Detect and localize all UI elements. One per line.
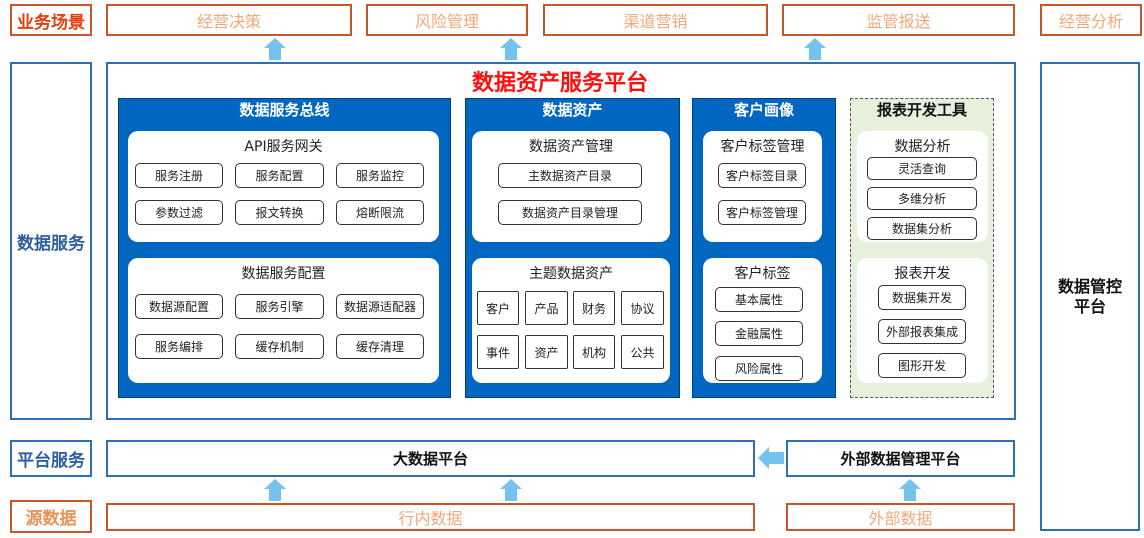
cache-clear-button[interactable]: 缓存清理 [336,334,424,359]
master-asset-catalog-button[interactable]: 主数据资产目录 [498,163,642,188]
financial-attr-button[interactable]: 金融属性 [715,321,803,346]
row-label-business: 业务场景 [10,4,92,36]
topic-organization[interactable]: 机构 [573,335,615,369]
arrow-up-icon [804,38,826,60]
asset-title: 数据资产 [542,100,603,119]
business-marketing: 渠道营销 [543,4,768,36]
arrow-up-icon [899,479,921,501]
service-config-panel [128,258,439,383]
tag-mgmt-button[interactable]: 客户标签管理 [718,200,806,225]
external-report-button[interactable]: 外部报表集成 [878,319,966,344]
service-config-button[interactable]: 服务配置 [235,163,324,188]
topic-public[interactable]: 公共 [621,335,664,369]
cache-mechanism-button[interactable]: 缓存机制 [235,334,324,359]
multidim-analysis-button[interactable]: 多维分析 [867,187,977,210]
internal-data: 行内数据 [106,503,755,531]
row-label-platform-service: 平台服务 [10,440,92,477]
analysis-title: 数据分析 [894,139,951,155]
row-label-data-service: 数据服务 [10,62,92,420]
flexible-query-button[interactable]: 灵活查询 [867,157,977,180]
portrait-title: 客户画像 [733,100,794,119]
topic-event[interactable]: 事件 [477,335,519,369]
message-convert-button[interactable]: 报文转换 [235,200,324,225]
topic-agreement[interactable]: 协议 [621,291,664,325]
business-decision: 经营决策 [106,4,352,36]
topic-finance[interactable]: 财务 [573,291,615,325]
datasource-adapter-button[interactable]: 数据源适配器 [336,294,424,319]
topic-asset[interactable]: 资产 [525,335,568,369]
dataset-dev-button[interactable]: 数据集开发 [878,285,966,310]
datasource-config-button[interactable]: 数据源配置 [135,294,223,319]
external-data: 外部数据 [786,503,1015,531]
topic-product[interactable]: 产品 [525,291,568,325]
business-analysis: 经营分析 [1040,4,1142,36]
asset-mgmt-title: 数据资产管理 [529,139,613,155]
customer-tags-title: 客户标签 [734,266,791,282]
service-config-title: 数据服务配置 [241,266,326,282]
business-risk: 风险管理 [366,4,528,36]
asset-catalog-mgmt-button[interactable]: 数据资产目录管理 [498,200,642,225]
service-engine-button[interactable]: 服务引擎 [235,294,324,319]
external-data-platform: 外部数据管理平台 [786,440,1015,477]
api-gateway-title: API服务网关 [244,139,323,155]
tag-catalog-button[interactable]: 客户标签目录 [718,163,806,188]
service-register-button[interactable]: 服务注册 [135,163,223,188]
risk-attr-button[interactable]: 风险属性 [715,356,803,381]
topic-asset-title: 主题数据资产 [529,266,613,282]
service-monitor-button[interactable]: 服务监控 [336,163,424,188]
topic-customer[interactable]: 客户 [477,291,519,325]
param-filter-button[interactable]: 参数过滤 [135,200,223,225]
platform-title: 数据资产服务平台 [471,71,648,96]
basic-attr-button[interactable]: 基本属性 [715,287,803,312]
business-regulatory: 监管报送 [782,4,1015,36]
graphic-dev-button[interactable]: 图形开发 [878,353,966,378]
arrow-up-icon [500,38,522,60]
tag-mgmt-title: 客户标签管理 [720,139,805,155]
arrow-up-icon [264,479,286,501]
arrow-up-icon [500,479,522,501]
arrow-left-icon [758,447,784,469]
circuit-breaker-button[interactable]: 熔断限流 [336,200,424,225]
bigdata-platform: 大数据平台 [106,440,755,477]
dataset-analysis-button[interactable]: 数据集分析 [867,217,977,240]
service-orchestration-button[interactable]: 服务编排 [135,334,223,359]
data-governance-platform: 数据管控 平台 [1040,62,1140,531]
report-title: 报表开发工具 [876,100,967,119]
report-dev-title: 报表开发 [894,266,951,282]
row-label-source: 源数据 [10,500,92,533]
bus-title: 数据服务总线 [239,100,330,119]
arrow-up-icon [264,38,286,60]
